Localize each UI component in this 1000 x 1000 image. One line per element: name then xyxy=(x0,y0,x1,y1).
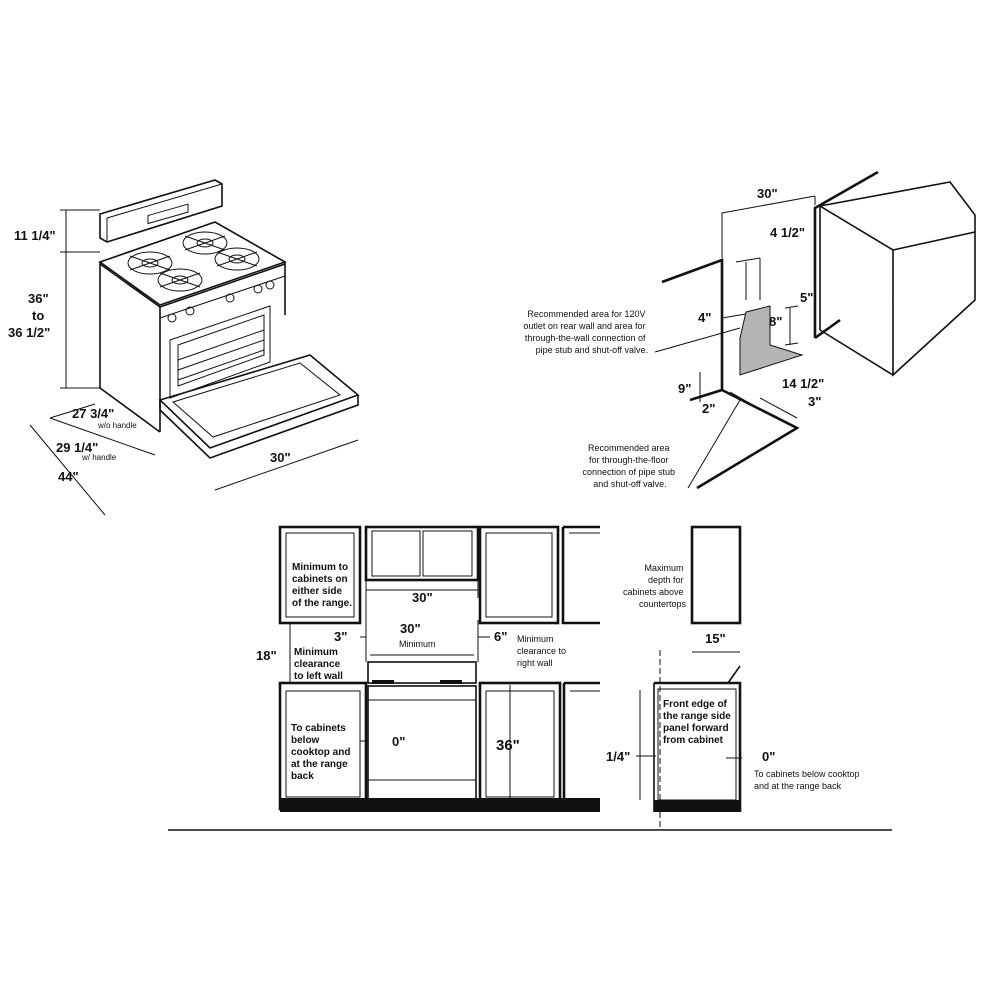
side-zero-gap-label: 0" xyxy=(762,749,775,764)
min-width-label: 30" xyxy=(400,621,421,636)
range-height-label-3: 36 1/2" xyxy=(8,325,50,340)
burner-grates xyxy=(127,231,260,292)
right-clearance-label: 6" xyxy=(494,629,507,644)
min-cabinets-note: Minimum to cabinets on either side of th… xyxy=(292,562,352,609)
dim-8-label: 8" xyxy=(769,314,782,329)
dim-5-label: 5" xyxy=(800,290,813,305)
left-wall-note: Minimum clearance to left wall xyxy=(294,647,343,682)
range-height-label-2: to xyxy=(32,308,44,323)
dim-14-5-label: 14 1/2" xyxy=(782,376,824,391)
max-depth-note: Maximum depth for cabinets above counter… xyxy=(623,563,687,609)
rear-wall-detail-drawing xyxy=(654,170,976,490)
depth-door-open-label: 44" xyxy=(58,469,79,484)
side-offset-label: 1/4" xyxy=(606,749,630,764)
below-cooktop-note: To cabinets below cooktop and at the ran… xyxy=(291,723,353,782)
shaded-outlet-area xyxy=(739,305,804,376)
side-below-note: To cabinets below cooktop and at the ran… xyxy=(754,769,862,791)
dim-4-label: 4" xyxy=(698,310,711,325)
dim-3-label: 3" xyxy=(808,394,821,409)
wall-width-label: 30" xyxy=(757,186,778,201)
front-edge-note: Front edge of the range side panel forwa… xyxy=(663,699,734,746)
front-view-drawing xyxy=(168,525,892,831)
control-knobs xyxy=(167,280,275,323)
range-isometric-drawing xyxy=(98,179,360,459)
depth-without-handle-label: 27 3/4" xyxy=(72,406,114,421)
backguard-height-label: 11 1/4" xyxy=(14,228,56,243)
left-clearance-label: 3" xyxy=(334,629,347,644)
floor-note: Recommended area for through-the-floor c… xyxy=(582,443,677,489)
side-view-drawing xyxy=(636,525,742,830)
outlet-note: Recommended area for 120V outlet on rear… xyxy=(523,309,648,355)
right-clearance-note: Minimum clearance to right wall xyxy=(517,634,569,668)
range-width-label: 30" xyxy=(270,450,291,465)
dim-9-label: 9" xyxy=(678,381,691,396)
depth-with-handle-label: 29 1/4" xyxy=(56,440,98,455)
depth-with-handle-note: w/ handle xyxy=(81,453,117,462)
range-height-label-1: 36" xyxy=(28,291,49,306)
counter-height-label: 36" xyxy=(496,737,520,754)
depth-without-handle-note: w/o handle xyxy=(97,421,137,430)
max-depth-label: 15" xyxy=(705,631,726,646)
offset-4-5-label: 4 1/2" xyxy=(770,225,805,240)
dim-2-label: 2" xyxy=(702,401,715,416)
zero-gap-label: 0" xyxy=(392,734,405,749)
min-width-note: Minimum xyxy=(399,639,436,649)
vertical-clearance-label: 18" xyxy=(256,648,277,663)
opening-width-label: 30" xyxy=(412,590,433,605)
range-dimension-lines xyxy=(29,209,359,516)
